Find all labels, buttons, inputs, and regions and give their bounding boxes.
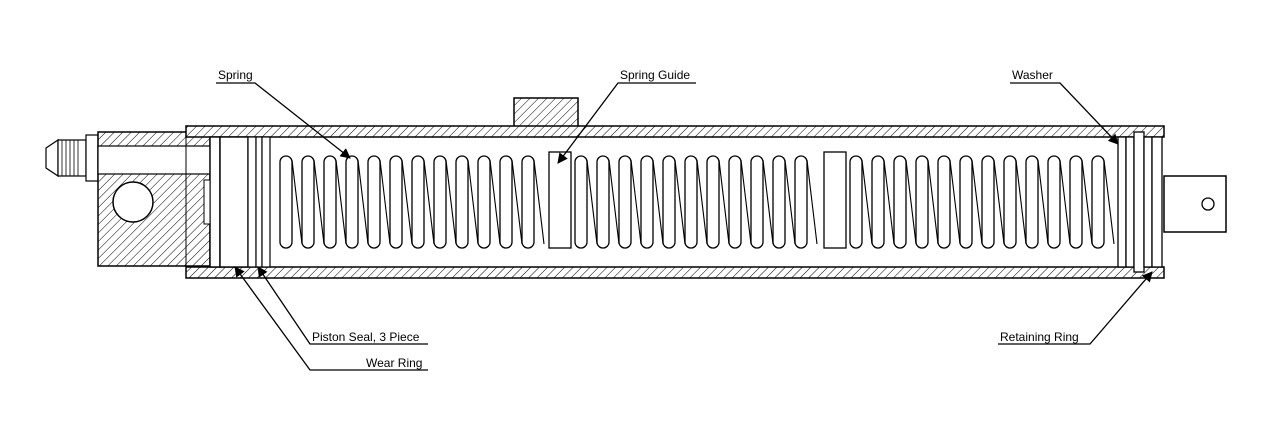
spring-coil bbox=[684, 155, 698, 249]
spring-coil bbox=[662, 155, 676, 249]
spring-coil bbox=[455, 155, 469, 249]
spring-coil bbox=[521, 155, 535, 249]
spring-coil bbox=[893, 155, 907, 249]
label-piston-seal: Piston Seal, 3 Piece bbox=[312, 330, 420, 344]
spring-coil-link bbox=[445, 159, 457, 245]
spring-coil bbox=[301, 155, 315, 249]
spring-coil-link bbox=[1037, 159, 1049, 245]
spring-coil-link bbox=[379, 159, 391, 245]
spring-coil-link bbox=[401, 159, 413, 245]
spring-coil-link bbox=[949, 159, 961, 245]
spring-coil-link bbox=[784, 159, 796, 245]
spring-coil bbox=[618, 155, 632, 249]
spring-coil-link bbox=[762, 159, 774, 245]
label-spring: Spring bbox=[218, 68, 253, 82]
spring-coil bbox=[937, 155, 951, 249]
spring-coil-link bbox=[608, 159, 620, 245]
spring-coil bbox=[1003, 155, 1017, 249]
spring-coil-link bbox=[905, 159, 917, 245]
cylinder-tube bbox=[185, 125, 1165, 279]
spring-coil-link bbox=[630, 159, 642, 245]
spring-coil-link bbox=[718, 159, 730, 245]
spring-coil bbox=[728, 155, 742, 249]
spring-coil bbox=[959, 155, 973, 249]
spring-coil bbox=[1069, 155, 1083, 249]
spring-coil bbox=[477, 155, 491, 249]
spring-coil-link bbox=[1015, 159, 1027, 245]
spring-coil-link bbox=[586, 159, 598, 245]
spring-coil-link bbox=[696, 159, 708, 245]
spring-coil bbox=[794, 155, 808, 249]
spring-coil-link bbox=[1103, 159, 1115, 245]
spring-coil bbox=[1091, 155, 1105, 249]
spring-coil bbox=[499, 155, 513, 249]
washer-retaining-ring bbox=[1117, 131, 1163, 273]
spring-coil bbox=[389, 155, 403, 249]
label-spring-guide: Spring Guide bbox=[620, 68, 690, 82]
label-wear-ring: Wear Ring bbox=[366, 356, 422, 370]
spring-coil bbox=[849, 155, 863, 249]
spring-coil bbox=[596, 155, 610, 249]
spring-coil bbox=[345, 155, 359, 249]
spring-coil-link bbox=[806, 159, 818, 245]
label-washer: Washer bbox=[1012, 68, 1053, 82]
rod-end-clevis bbox=[1163, 175, 1227, 233]
spring-coil bbox=[915, 155, 929, 249]
spring-coil bbox=[574, 155, 588, 249]
spring-coil-link bbox=[291, 159, 303, 245]
spring-coil-link bbox=[1059, 159, 1071, 245]
spring-coil bbox=[1047, 155, 1061, 249]
spring-coil-link bbox=[927, 159, 939, 245]
spring-coil-link bbox=[652, 159, 664, 245]
spring-coil bbox=[279, 155, 293, 249]
spring-coil bbox=[1025, 155, 1039, 249]
spring-coil bbox=[433, 155, 447, 249]
spring-coil-link bbox=[489, 159, 501, 245]
leader-lines bbox=[216, 82, 1153, 371]
spring-coil bbox=[323, 155, 337, 249]
spring-coil-link bbox=[511, 159, 523, 245]
spring-coil-link bbox=[971, 159, 983, 245]
end-cap bbox=[97, 124, 211, 267]
piston-assembly bbox=[203, 136, 271, 268]
spring-coil bbox=[640, 155, 654, 249]
spring-coil-link bbox=[993, 159, 1005, 245]
spring-coil-link bbox=[740, 159, 752, 245]
spring-coil-link bbox=[861, 159, 873, 245]
spring-coil-link bbox=[357, 159, 369, 245]
label-retaining-ring: Retaining Ring bbox=[1000, 330, 1079, 344]
spring-coil-link bbox=[467, 159, 479, 245]
spring-coil-link bbox=[1081, 159, 1093, 245]
mounting-boss bbox=[513, 97, 579, 129]
spring-coil-link bbox=[674, 159, 686, 245]
spring-coil-link bbox=[423, 159, 435, 245]
spring-coil bbox=[772, 155, 786, 249]
spring-coil-link bbox=[883, 159, 895, 245]
spring-coil-link bbox=[533, 159, 545, 245]
spring-coil bbox=[871, 155, 885, 249]
inlet-fitting bbox=[45, 134, 99, 182]
spring-coil bbox=[981, 155, 995, 249]
spring-coil bbox=[750, 155, 764, 249]
spring-coil-link bbox=[335, 159, 347, 245]
spring-coil bbox=[367, 155, 381, 249]
spring-coil bbox=[411, 155, 425, 249]
spring-coils bbox=[279, 155, 1115, 249]
spring-coil bbox=[706, 155, 720, 249]
spring-guides bbox=[548, 151, 847, 249]
spring-coil-link bbox=[313, 159, 325, 245]
